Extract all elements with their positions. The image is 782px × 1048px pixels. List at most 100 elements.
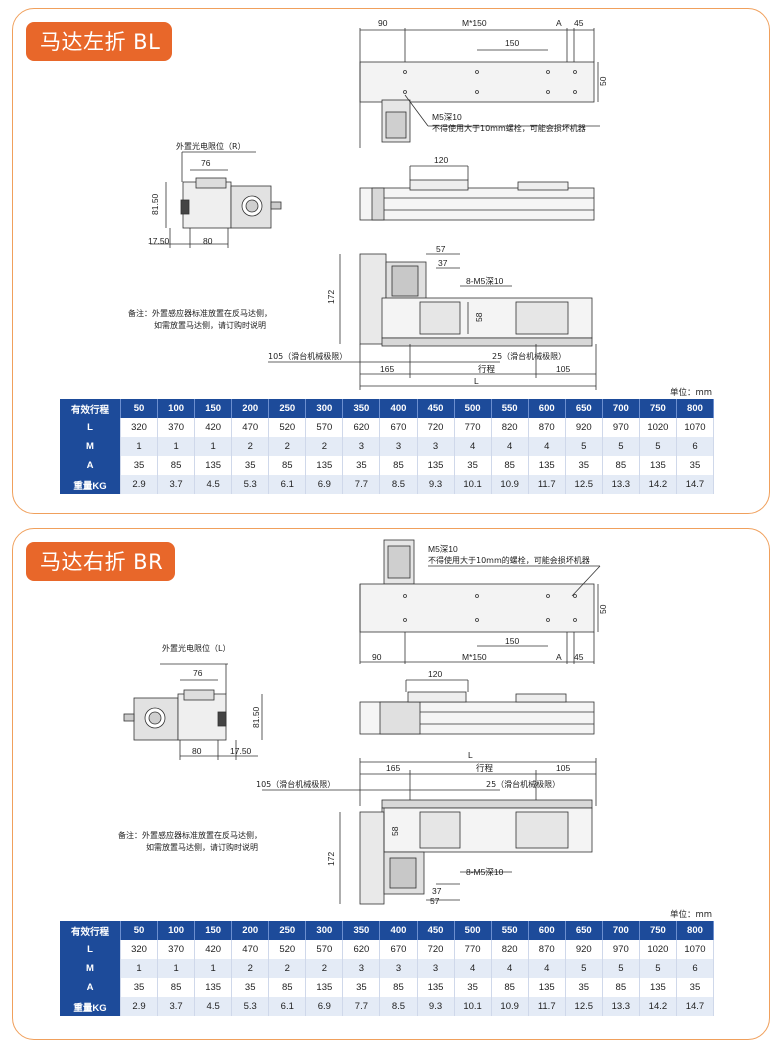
table-cell: 135: [305, 456, 344, 475]
table-cell: 670: [379, 418, 418, 437]
table-cell: 50: [120, 921, 159, 940]
row-label: L: [60, 418, 121, 437]
dim-172: 172: [326, 290, 336, 304]
table-cell: 650: [565, 399, 603, 418]
table-cell: 9.3: [417, 997, 455, 1016]
table-cell: 700: [602, 399, 640, 418]
table-cell: 420: [194, 940, 233, 959]
table-cell: 320: [120, 940, 159, 959]
table-cell: 1: [194, 959, 233, 978]
table-cell: 200: [231, 921, 270, 940]
table-cell: 870: [528, 940, 566, 959]
dim-150: 150: [505, 38, 519, 48]
table-cell: 85: [491, 978, 529, 997]
sensor-label-l: 外置光电限位（L）: [162, 643, 230, 653]
table-cell: 250: [268, 921, 307, 940]
table-cell: 470: [231, 418, 270, 437]
table-cell: 4.5: [194, 997, 233, 1016]
dim-37: 37: [432, 886, 442, 896]
table-cell: 650: [565, 921, 603, 940]
unit-label: 单位：mm: [670, 388, 713, 398]
table-cell: 6.1: [268, 475, 307, 494]
table-cell: 8.5: [379, 997, 418, 1016]
table-cell: 35: [676, 456, 715, 475]
table-cell: 7.7: [342, 475, 381, 494]
table-cell: 620: [342, 940, 381, 959]
table-cell: 4: [454, 437, 492, 456]
dim-81-50: 81.50: [251, 706, 261, 728]
dim-a: A: [556, 652, 562, 662]
dim-58: 58: [390, 826, 400, 836]
dim-165: 165: [380, 364, 394, 374]
dim-25-limit: 25（滑台机械极限）: [492, 351, 566, 361]
table-cell: 4: [491, 959, 529, 978]
dim-76: 76: [201, 158, 211, 168]
table-cell: 35: [120, 456, 159, 475]
table-cell: 1: [157, 959, 196, 978]
dim-105-limit: 105（滑台机械极限）: [268, 351, 347, 361]
table-cell: 2.9: [120, 997, 159, 1016]
table-cell: 4: [528, 437, 566, 456]
table-cell: 550: [491, 399, 529, 418]
table-cell: 500: [454, 399, 492, 418]
note-line1: 备注：外置感应器标准放置在反马达侧，: [128, 308, 272, 318]
table-cell: 85: [602, 456, 640, 475]
table-cell: 1: [157, 437, 196, 456]
table-cell: 85: [268, 978, 307, 997]
dim-l: L: [468, 750, 473, 760]
table-cell: 100: [157, 921, 196, 940]
dim-50: 50: [598, 604, 608, 614]
dim-165: 165: [386, 763, 400, 773]
table-cell: 750: [639, 399, 677, 418]
table-cell: 520: [268, 418, 307, 437]
dim-80: 80: [192, 746, 202, 756]
dim-105: 105: [556, 763, 570, 773]
table-cell: 5.3: [231, 475, 270, 494]
table-cell: 670: [379, 940, 418, 959]
section-title-bl: 马达左折 BL: [26, 22, 173, 61]
table-cell: 14.2: [639, 475, 677, 494]
dim-l: L: [474, 376, 479, 386]
table-cell: 5.3: [231, 997, 270, 1016]
table-cell: 350: [342, 921, 381, 940]
table-cell: 135: [194, 456, 233, 475]
table-cell: 5: [639, 959, 677, 978]
table-cell: 250: [268, 399, 307, 418]
dim-81-50: 81.50: [150, 193, 160, 215]
dim-stroke: 行程: [476, 763, 494, 773]
table-cell: 3: [342, 437, 381, 456]
table-cell: 85: [157, 978, 196, 997]
table-cell: 5: [602, 437, 640, 456]
table-cell: 970: [602, 418, 640, 437]
table-cell: 420: [194, 418, 233, 437]
table-cell: 14.7: [676, 997, 715, 1016]
table-cell: 5: [639, 437, 677, 456]
table-cell: 12.5: [565, 475, 603, 494]
dim-45: 45: [574, 18, 584, 28]
table-cell: 35: [676, 978, 715, 997]
table-cell: 200: [231, 399, 270, 418]
table-cell: 13.3: [602, 475, 640, 494]
row-label: A: [60, 978, 121, 997]
header-label: 有效行程: [60, 921, 121, 940]
table-cell: 570: [305, 418, 344, 437]
table-cell: 3.7: [157, 997, 196, 1016]
table-cell: 3: [379, 437, 418, 456]
table-cell: 2: [231, 437, 270, 456]
table-cell: 1: [120, 959, 159, 978]
dim-58: 58: [474, 312, 484, 322]
dim-m5x8: 8-M5深10: [466, 276, 504, 286]
table-cell: 450: [417, 399, 455, 418]
table-cell: 10.1: [454, 475, 492, 494]
table-cell: 10.9: [491, 997, 529, 1016]
table-cell: 370: [157, 418, 196, 437]
dim-17-50: 17.50: [148, 236, 170, 246]
table-cell: 14.2: [639, 997, 677, 1016]
table-cell: 2: [268, 959, 307, 978]
table-cell: 35: [342, 456, 381, 475]
table-cell: 2: [231, 959, 270, 978]
